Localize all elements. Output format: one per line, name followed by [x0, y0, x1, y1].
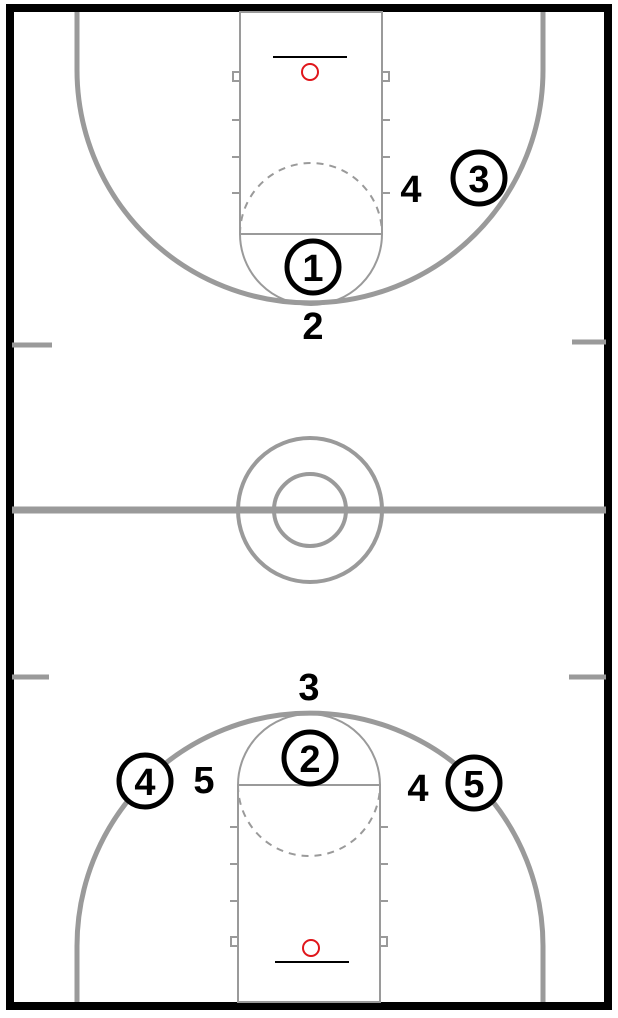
bottom-hoop: [302, 939, 320, 957]
bottom-free-throw-circle-solid: [237, 713, 381, 786]
bottom-free-throw-circle-dashed: [237, 784, 381, 857]
bottom-lane-hash-marks: [230, 826, 388, 947]
defense-player-5-bottom: 5: [193, 760, 214, 802]
center-circle-inner: [272, 472, 348, 548]
center-circle-outer: [236, 436, 384, 584]
center-court: [12, 436, 606, 584]
offense-player-label: 5: [463, 764, 484, 806]
defense-player-2-top: 2: [302, 306, 323, 348]
bottom-three-point-line: [74, 710, 546, 1002]
offense-player-ring: [445, 754, 503, 812]
offense-player-2-bottom: 2: [281, 729, 339, 787]
offense-player-ring: [116, 752, 174, 810]
defense-player-3-bottom: 3: [298, 667, 319, 709]
offense-player-4-bottom: 4: [116, 752, 174, 810]
top-lane: [239, 11, 383, 235]
offense-player-ring: [281, 729, 339, 787]
top-hoop: [301, 63, 319, 81]
top-lane-hash-marks: [232, 71, 390, 194]
offense-player-label: 4: [134, 762, 155, 804]
offense-player-3-top: 3: [450, 149, 508, 207]
offense-player-ring: [450, 149, 508, 207]
top-free-throw-circle-dashed: [239, 162, 383, 235]
top-three-point-line: [74, 12, 546, 306]
defense-player-4-top: 4: [400, 169, 421, 211]
top-free-throw-circle-solid: [239, 233, 383, 306]
top-half-court: [12, 11, 606, 348]
offense-player-label: 2: [299, 739, 320, 781]
offense-player-ring: [284, 238, 342, 296]
defense-player-4b-bottom: 4: [407, 768, 428, 810]
offense-player-5-bottom: 5: [445, 754, 503, 812]
offense-player-label: 3: [468, 159, 489, 201]
offense-player-1-top: 1: [284, 238, 342, 296]
offense-player-label: 1: [302, 248, 323, 290]
